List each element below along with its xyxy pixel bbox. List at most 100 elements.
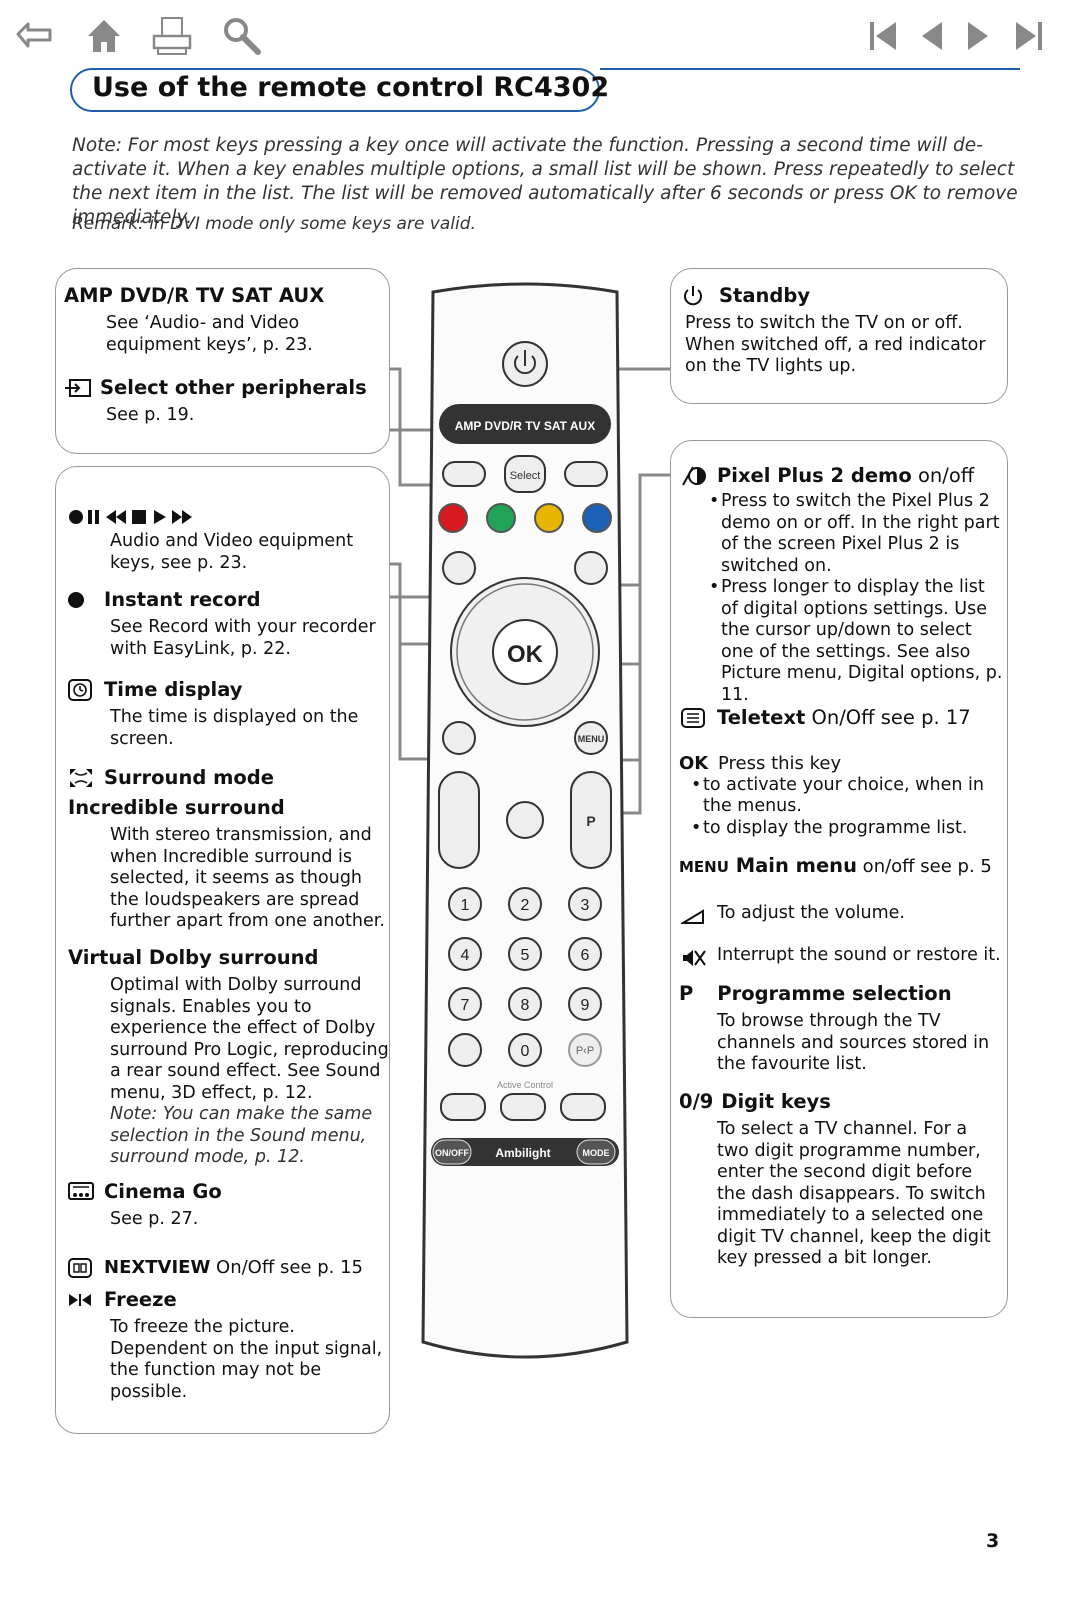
digit-8-button[interactable]	[508, 987, 542, 1021]
previous-page-icon[interactable]	[910, 14, 954, 58]
menu-button[interactable]	[574, 721, 608, 755]
right-top-panel: Standby Press to switch the TV on or off…	[670, 268, 1008, 404]
source-keys-label: AMP DVD/R TV SAT AUX	[455, 419, 595, 433]
programme-rocker[interactable]	[570, 771, 612, 869]
pixel-plus-list: Press to switch the Pixel Plus 2 demo on…	[681, 491, 1003, 706]
digit-5-button[interactable]	[508, 937, 542, 971]
volume-text: To adjust the volume.	[717, 903, 905, 923]
volume-icon	[679, 905, 709, 927]
active-control-label: Active Control	[497, 1080, 553, 1090]
ok-text: Press this key	[717, 753, 842, 774]
digit-2-button[interactable]	[508, 887, 542, 921]
teletext-suffix: On/Off see p. 17	[805, 706, 971, 729]
select-peripheral-icon	[64, 377, 92, 399]
left-main-panel: Audio and Video equipment keys, see p. 2…	[55, 466, 390, 1434]
pixel-plus-bullet: Press longer to display the list of digi…	[709, 577, 1003, 706]
digit-label: 0/9	[679, 1090, 714, 1113]
digit-5-label: 5	[521, 947, 530, 964]
ok-bullet: to display the programme list.	[691, 818, 1003, 840]
ambilight-onoff-button[interactable]	[432, 1139, 472, 1165]
pixel-plus-suffix: on/off	[911, 464, 975, 487]
pixel-plus-button[interactable]	[564, 461, 608, 487]
select-peripherals-heading: Select other peripherals	[100, 376, 367, 399]
teletext-heading: Teletext	[717, 706, 806, 729]
standby-heading: Standby	[719, 284, 811, 307]
info-button[interactable]	[448, 1033, 482, 1067]
freeze-heading: Freeze	[104, 1288, 177, 1311]
last-page-icon[interactable]	[1006, 14, 1050, 58]
freeze-button[interactable]	[442, 721, 476, 755]
green-key[interactable]	[486, 503, 516, 533]
cinema-go-icon	[68, 1181, 96, 1203]
surround-icon	[68, 767, 96, 789]
incredible-surround-text: With stereo transmission, and when Incre…	[110, 825, 385, 931]
pixel-plus-icon	[681, 465, 709, 487]
digit-4-button[interactable]	[448, 937, 482, 971]
first-page-icon[interactable]	[862, 14, 906, 58]
print-icon[interactable]	[150, 14, 194, 58]
active-control-button[interactable]	[500, 1093, 546, 1121]
virtual-dolby-text: Optimal with Dolby surround signals. Ena…	[110, 975, 389, 1103]
main-menu-heading: Main menu	[735, 854, 857, 877]
volume-rocker[interactable]	[438, 771, 480, 869]
cinema-go-heading: Cinema Go	[104, 1180, 222, 1203]
ok-bullet: to activate your choice, when in the men…	[691, 775, 1003, 818]
freeze-text: To freeze the picture. Dependent on the …	[110, 1317, 383, 1402]
nextview-button[interactable]	[442, 551, 476, 585]
incredible-surround-heading: Incredible surround	[68, 796, 285, 819]
onoff-label: ON/OFF	[435, 1148, 469, 1158]
digit-9-button[interactable]	[568, 987, 602, 1021]
next-page-icon[interactable]	[956, 14, 1000, 58]
ok-button[interactable]	[492, 619, 558, 685]
cinema-go-text: See p. 27.	[110, 1209, 199, 1229]
peripheral-button[interactable]	[442, 461, 486, 487]
programme-selection-text: To browse through the TV channels and so…	[717, 1011, 990, 1074]
picture-format-button[interactable]	[560, 1093, 606, 1121]
menu-key-label: MENU	[578, 734, 605, 744]
time-display-text: The time is displayed on the screen.	[110, 707, 359, 749]
digit-3-label: 3	[581, 897, 590, 914]
p-label: P	[679, 982, 694, 1005]
home-icon[interactable]	[82, 14, 126, 58]
mute-button[interactable]	[506, 801, 544, 839]
format-button[interactable]	[440, 1093, 486, 1121]
red-key[interactable]	[438, 503, 468, 533]
ambilight-mode-button[interactable]	[576, 1139, 616, 1165]
select-button[interactable]	[504, 455, 546, 493]
digit-1-label: 1	[461, 897, 470, 914]
digit-0-button[interactable]	[508, 1033, 542, 1067]
av-transport-icons	[68, 507, 386, 529]
ok-list: to activate your choice, when in the men…	[679, 775, 1003, 840]
virtual-dolby-heading: Virtual Dolby surround	[68, 946, 319, 969]
digit-7-button[interactable]	[448, 987, 482, 1021]
teletext-button[interactable]	[574, 551, 608, 585]
back-arrow-icon[interactable]	[14, 14, 58, 58]
time-display-heading: Time display	[104, 678, 243, 701]
ok-label: OK	[679, 753, 709, 774]
nextview-icon	[68, 1257, 96, 1279]
digit-6-label: 6	[581, 947, 590, 964]
select-label: Select	[510, 470, 541, 482]
standby-text: Press to switch the TV on or off. When s…	[685, 313, 986, 376]
digit-9-label: 9	[581, 997, 590, 1014]
navigation-bar	[0, 14, 1080, 58]
source-keys-bar[interactable]	[439, 404, 611, 444]
teletext-icon	[681, 707, 709, 729]
digit-7-label: 7	[461, 997, 470, 1014]
digit-3-button[interactable]	[568, 887, 602, 921]
dvi-remark: Remark: in DVI mode only some keys are v…	[72, 214, 476, 234]
freeze-icon	[68, 1289, 96, 1311]
digit-1-button[interactable]	[448, 887, 482, 921]
title-rule	[600, 68, 1020, 70]
blue-key[interactable]	[582, 503, 612, 533]
source-keys-heading: AMP DVD/R TV SAT AUX	[64, 284, 325, 307]
title-frame	[70, 68, 600, 112]
digit-6-button[interactable]	[568, 937, 602, 971]
previous-programme-button[interactable]	[568, 1033, 602, 1067]
search-icon[interactable]	[220, 14, 264, 58]
mute-icon	[681, 947, 709, 969]
yellow-key[interactable]	[534, 503, 564, 533]
instant-record-text: See Record with your recorder with EasyL…	[110, 617, 376, 659]
record-icon	[68, 589, 96, 611]
